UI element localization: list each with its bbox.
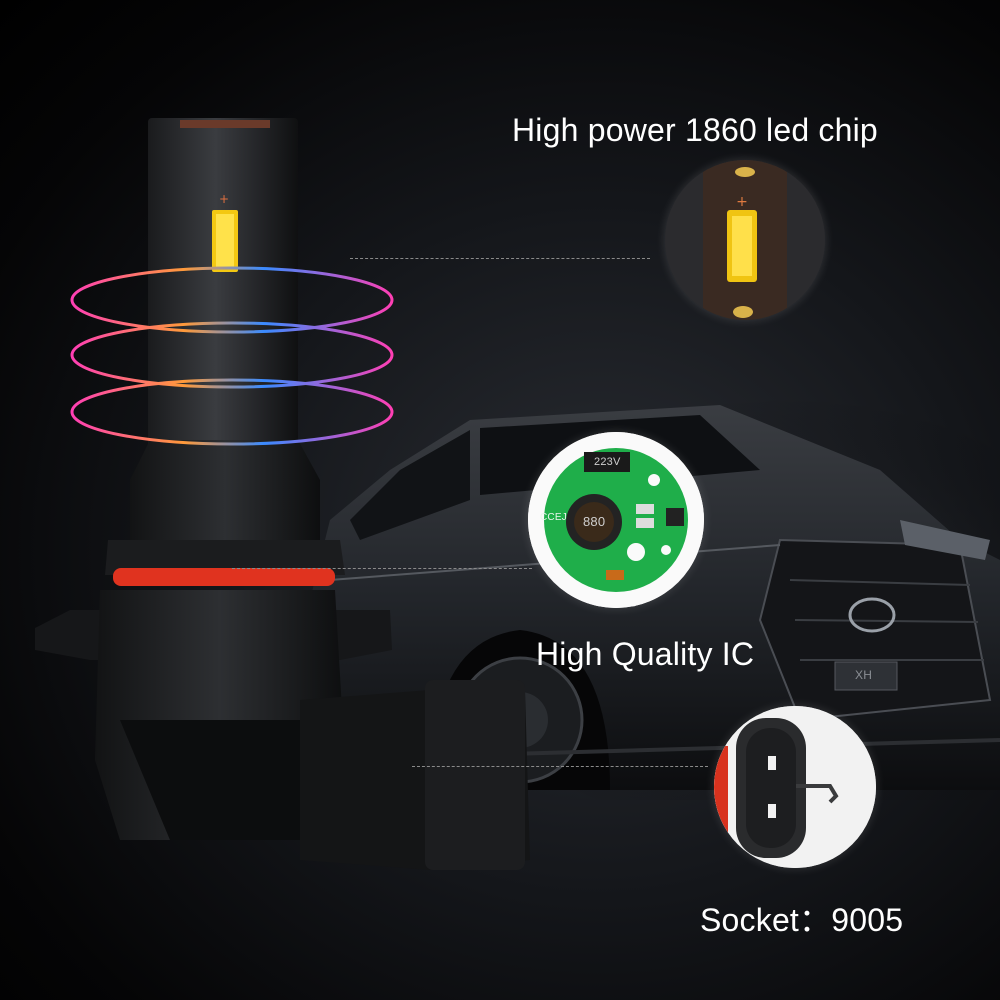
- socket-callout: [714, 706, 876, 868]
- led-chip-callout: +: [665, 160, 825, 320]
- svg-text:+: +: [219, 192, 229, 206]
- ic-leader-line: [232, 568, 532, 569]
- socket-leader-line: [412, 766, 708, 767]
- ic-inductor-marking: 880: [583, 514, 606, 529]
- ic-chip-marking: 223V: [594, 456, 621, 468]
- led-chip-icon: +: [665, 160, 825, 320]
- socket-callout-label: Socket：9005: [700, 902, 904, 938]
- ic-callout-label: High Quality IC: [536, 636, 755, 672]
- svg-text:+: +: [736, 194, 748, 210]
- chip-callout-label: High power 1860 led chip: [512, 112, 878, 148]
- ic-board-callout: [528, 432, 704, 608]
- license-plate-text: XH: [855, 668, 873, 682]
- chip-leader-line: [350, 258, 650, 259]
- ic-board-icon: [528, 432, 704, 608]
- ic-board-code: CCEJ: [540, 512, 567, 523]
- socket-connector-icon: [714, 706, 876, 868]
